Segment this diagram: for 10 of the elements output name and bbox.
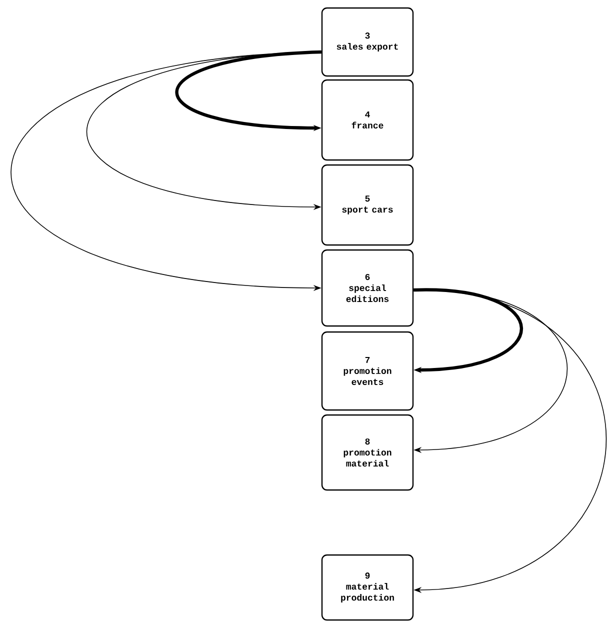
process-box: 5 sport cars bbox=[321, 164, 414, 246]
process-box: 7 promotion events bbox=[321, 331, 414, 411]
process-box: 6 special editions bbox=[321, 249, 414, 327]
process-box: 8 promotion material bbox=[321, 414, 414, 491]
arrow bbox=[414, 288, 523, 374]
process-box: 3 sales export bbox=[321, 7, 414, 77]
arrow bbox=[413, 290, 568, 454]
process-box: 9 material production bbox=[321, 554, 414, 621]
process-box: 4 france bbox=[321, 79, 414, 161]
arrow bbox=[413, 290, 607, 594]
